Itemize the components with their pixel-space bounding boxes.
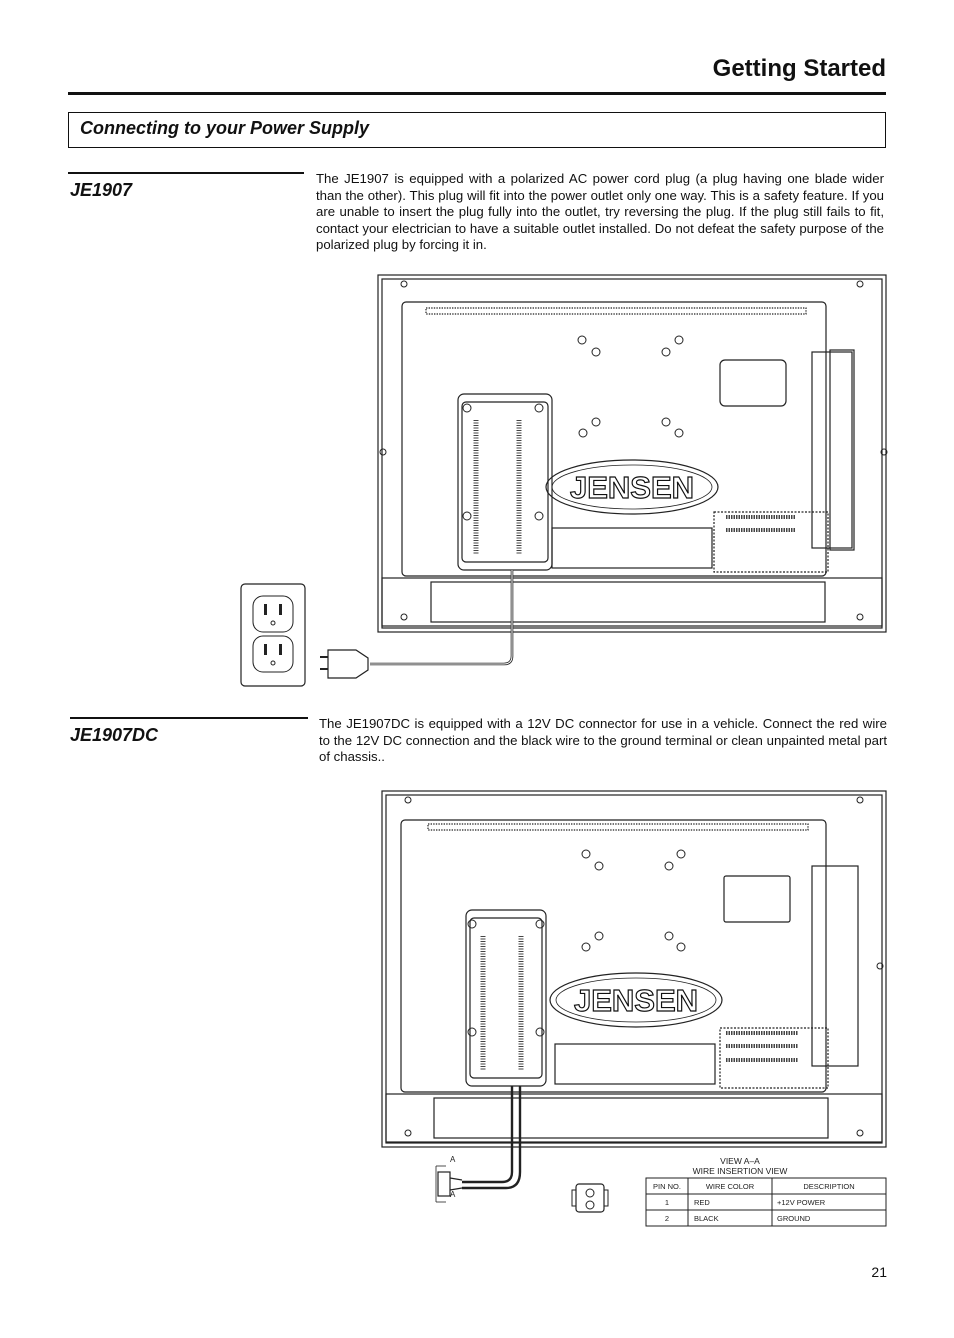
- je1907dc-rule: [70, 717, 308, 719]
- tv-outer-frame: [377, 274, 887, 633]
- je1907dc-heading: JE1907DC: [70, 725, 159, 745]
- view-subtitle: WIRE INSERTION VIEW: [693, 1166, 788, 1176]
- je1907-figure: JENSEN: [240, 274, 888, 687]
- view-title: VIEW A–A: [720, 1156, 760, 1166]
- page-number: 21: [871, 1264, 887, 1280]
- page-title: Getting Started: [712, 55, 886, 82]
- tv-outer-frame: [381, 790, 887, 1148]
- wire-table-cell: GROUND: [777, 1214, 811, 1223]
- power-module: [465, 909, 547, 1087]
- wire-table-header-description: DESCRIPTION: [803, 1182, 854, 1191]
- je1907-heading: JE1907: [70, 180, 133, 200]
- power-plug: [327, 649, 369, 679]
- jensen-logo: JENSEN: [574, 983, 698, 1018]
- section-box: [68, 112, 886, 148]
- connector-label-a-bottom: A: [450, 1190, 456, 1199]
- wire-table: [645, 1177, 887, 1227]
- wire-table-cell: +12V POWER: [777, 1198, 826, 1207]
- jensen-logo: JENSEN: [570, 470, 694, 505]
- connector-end-view: [575, 1183, 605, 1213]
- wire-table-cell: 2: [665, 1214, 669, 1223]
- wire-table-header-pin: PIN NO.: [653, 1182, 681, 1191]
- je1907dc-figure: JENSEN A A VIEW A–A WIRE INSERTION VIEW …: [381, 790, 887, 1227]
- dc-connector: [437, 1171, 451, 1197]
- title-rule: [68, 92, 886, 95]
- connector-label-a-top: A: [450, 1155, 456, 1164]
- je1907-rule: [68, 172, 304, 174]
- wall-outlet: [240, 583, 306, 687]
- wire-table-cell: RED: [694, 1198, 710, 1207]
- wire-table-header-color: WIRE COLOR: [706, 1182, 755, 1191]
- je1907-description: The JE1907 is equipped with a polarized …: [316, 171, 884, 252]
- tv-back-panel: [400, 819, 827, 1093]
- wire-table-cell: BLACK: [694, 1214, 719, 1223]
- section-title: Connecting to your Power Supply: [80, 118, 370, 138]
- tv-back-panel: [401, 301, 827, 577]
- wire-table-cell: 1: [665, 1198, 669, 1207]
- power-module: [457, 393, 553, 571]
- je1907dc-description: The JE1907DC is equipped with a 12V DC c…: [319, 716, 887, 764]
